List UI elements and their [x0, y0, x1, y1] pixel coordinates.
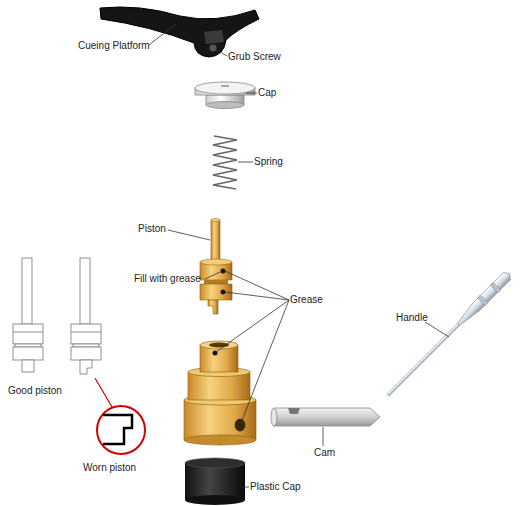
- part-label: Fill with grease: [134, 273, 201, 285]
- part-label: Grease: [290, 294, 323, 306]
- cap-part: [195, 82, 255, 109]
- part-label: Grub Screw: [228, 51, 281, 63]
- part-label: Cap: [258, 87, 276, 99]
- spring-coil: [213, 136, 237, 189]
- worn-detail-zoom: [95, 378, 145, 454]
- part-label: Good piston: [8, 385, 62, 397]
- piston-part: [200, 219, 232, 315]
- piston-housing: [184, 341, 256, 445]
- good-piston-outline: [13, 258, 43, 372]
- handle-part: [384, 269, 513, 398]
- part-label: Cueing Platform: [78, 40, 150, 52]
- part-label: Handle: [396, 312, 428, 324]
- part-label: Piston: [138, 223, 166, 235]
- cam-part: [271, 408, 380, 426]
- part-label: Worn piston: [83, 462, 136, 474]
- worn-piston-outline: [71, 258, 101, 374]
- part-label: Spring: [254, 156, 283, 168]
- part-label: Plastic Cap: [250, 481, 301, 493]
- part-label: Cam: [314, 447, 335, 459]
- leader-lines: [149, 24, 449, 487]
- plastic-cap-part: [185, 458, 245, 505]
